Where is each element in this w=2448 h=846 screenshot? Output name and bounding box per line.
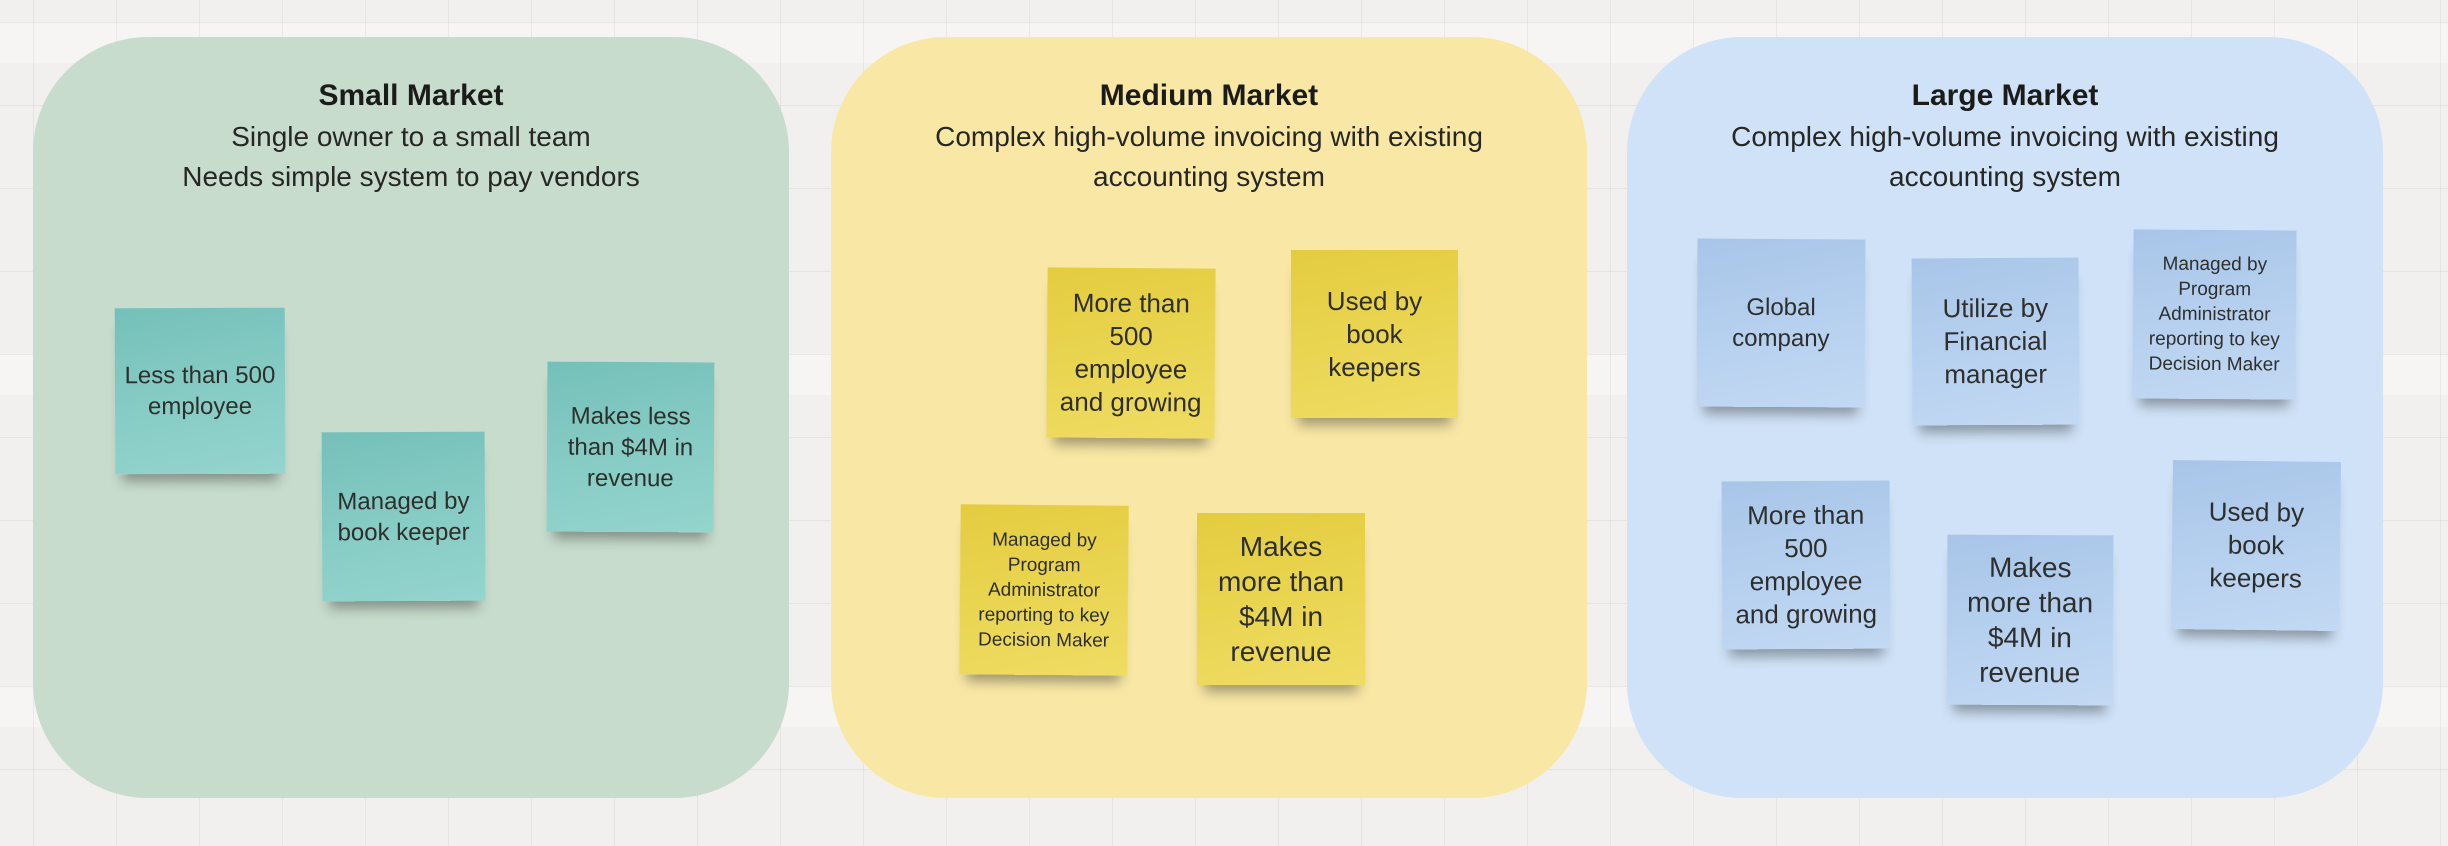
section-title: Large Market bbox=[1911, 79, 2099, 112]
sticky-note[interactable]: Used by book keepers bbox=[2170, 459, 2342, 632]
section-subtitle-line: accounting system bbox=[1889, 161, 2121, 192]
sticky-note[interactable]: Makes more than $4M in revenue bbox=[1946, 534, 2114, 706]
sticky-note[interactable]: Less than 500 employee bbox=[114, 307, 286, 475]
sticky-note[interactable]: More than 500 employee and growing bbox=[1721, 480, 1891, 650]
section-subtitle-line: accounting system bbox=[1093, 161, 1325, 192]
section-title: Medium Market bbox=[1099, 79, 1319, 112]
section-header: Large Market Complex high-volume invoici… bbox=[1627, 37, 2383, 197]
sticky-note[interactable]: More than 500 employee and growing bbox=[1046, 267, 1216, 439]
sticky-note[interactable]: Managed by book keeper bbox=[321, 431, 486, 602]
sticky-note[interactable]: Used by book keepers bbox=[1291, 250, 1458, 418]
section-subtitle-line: Complex high-volume invoicing with exist… bbox=[1731, 121, 2279, 152]
section-title: Small Market bbox=[318, 79, 504, 112]
sticky-note[interactable]: Makes less than $4M in revenue bbox=[546, 361, 715, 533]
sticky-note[interactable]: Utilize by Financial manager bbox=[1911, 257, 2080, 426]
section-subtitle-line: Complex high-volume invoicing with exist… bbox=[935, 121, 1483, 152]
section-header: Medium Market Complex high-volume invoic… bbox=[831, 37, 1587, 197]
sticky-note[interactable]: Managed by Program Administrator reporti… bbox=[2132, 229, 2297, 400]
section-subtitle-line: Single owner to a small team bbox=[231, 121, 591, 152]
section-subtitle-line: Needs simple system to pay vendors bbox=[182, 161, 640, 192]
sticky-note[interactable]: Managed by Program Administrator reporti… bbox=[959, 504, 1129, 676]
sticky-note[interactable]: Global company bbox=[1696, 238, 1866, 408]
sticky-note[interactable]: Makes more than $4M in revenue bbox=[1197, 513, 1365, 685]
section-header: Small Market Single owner to a small tea… bbox=[33, 37, 789, 197]
